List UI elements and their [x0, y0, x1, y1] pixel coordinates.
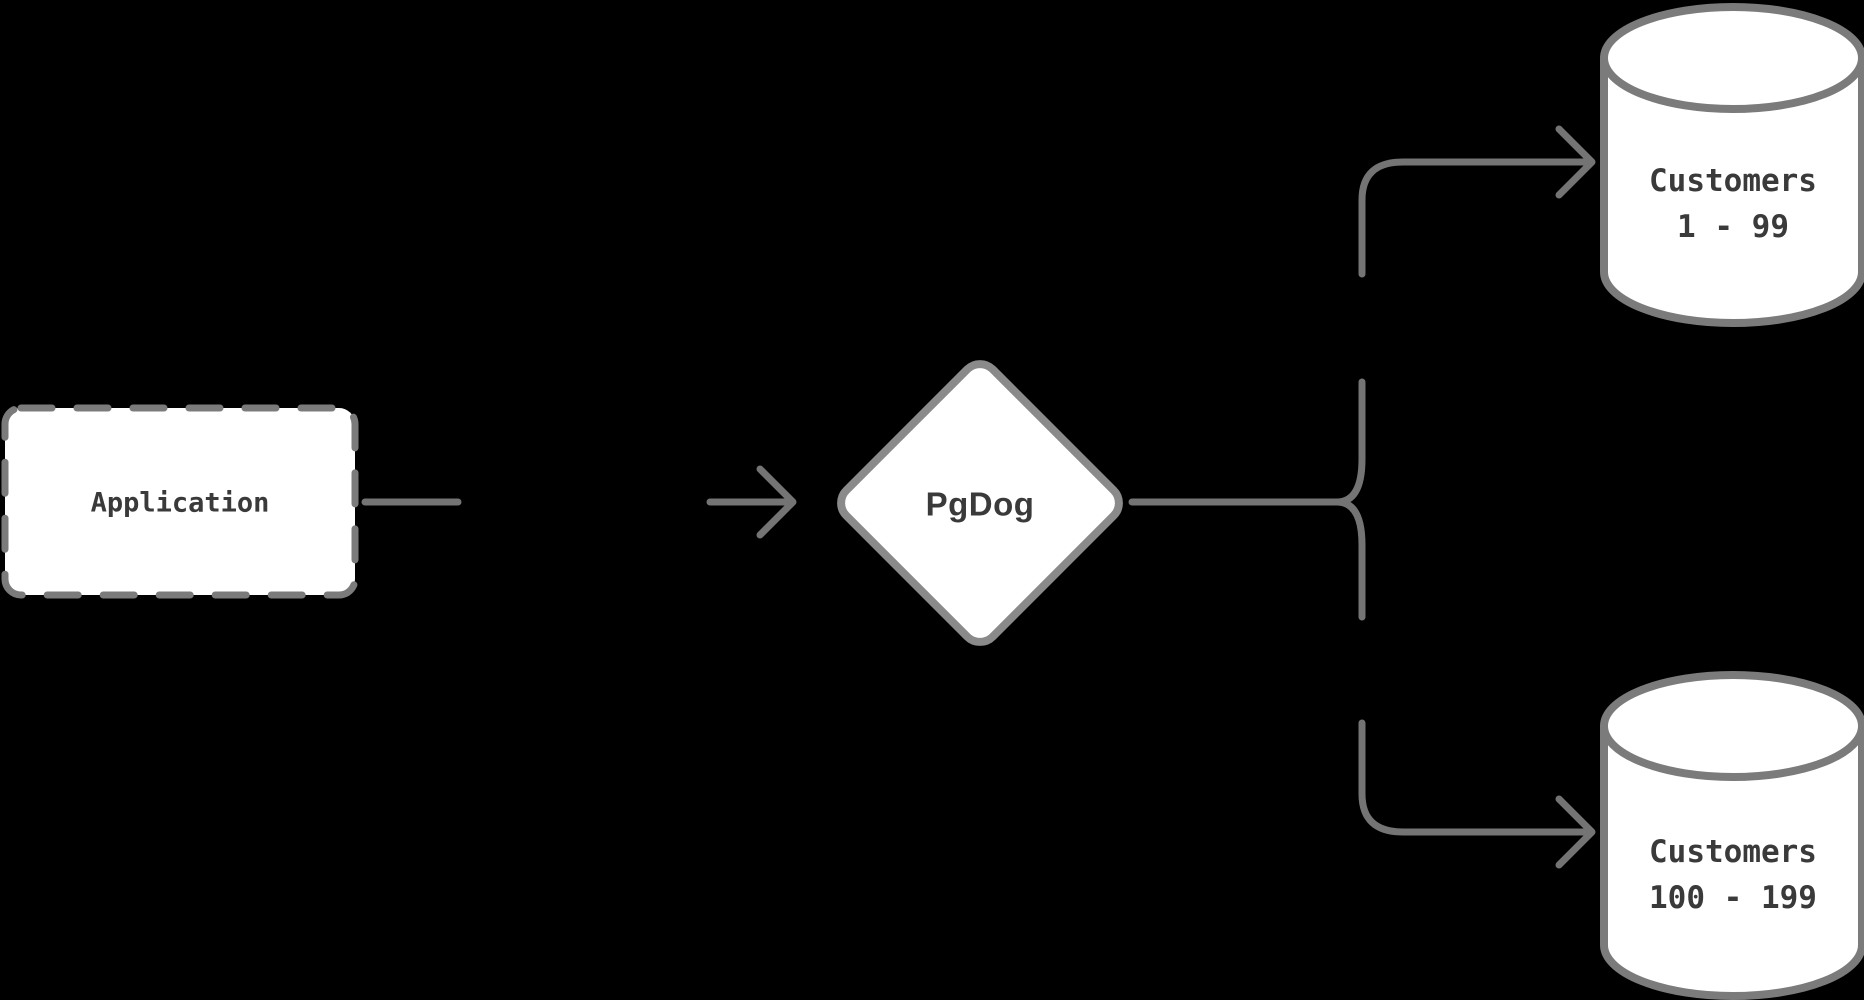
database-cylinder-top	[1600, 671, 1864, 781]
arrowhead-icon	[1555, 125, 1596, 199]
application-label: Application	[91, 488, 270, 519]
edge-pgdog-to-shard-top	[1333, 125, 1596, 506]
edge-segment	[1358, 719, 1592, 836]
shard-bottom-range: 100 - 199	[1649, 880, 1817, 916]
edge-application-to-pgdog	[361, 465, 797, 539]
database-cylinder-body	[1600, 54, 1864, 327]
database-cylinder-body	[1600, 722, 1864, 1000]
database-cylinder-top	[1600, 3, 1864, 113]
arrowhead-icon	[1555, 795, 1596, 869]
edge-pgdog-to-shard-bottom	[1333, 498, 1596, 869]
shard-top-range: 1 - 99	[1677, 209, 1789, 245]
pgdog-label: PgDog	[926, 486, 1035, 523]
application-shape	[1, 404, 359, 599]
pgdog-node: PgDog	[837, 360, 1123, 646]
customers-shard-top-node: Customers 1 - 99	[1600, 3, 1864, 327]
arrowhead-icon	[756, 465, 797, 539]
pgdog-shape	[837, 360, 1123, 646]
edge-segment	[1358, 158, 1592, 278]
customers-shard-bottom-node: Customers 100 - 199	[1600, 671, 1864, 1000]
application-node: Application	[1, 404, 359, 599]
shard-top-label: Customers	[1649, 163, 1817, 199]
shard-bottom-label: Customers	[1649, 834, 1817, 870]
edge-segment	[1333, 378, 1366, 506]
edge-segment	[1333, 498, 1366, 621]
